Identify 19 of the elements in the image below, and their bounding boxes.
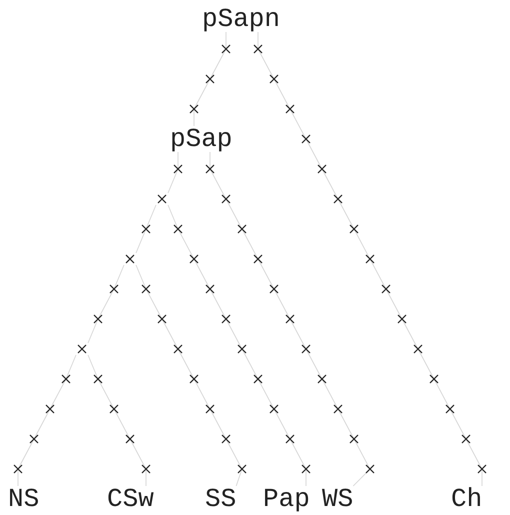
x-chain-connector [88, 264, 124, 344]
taxon-label: pSap [170, 126, 232, 152]
taxon-label: WS [322, 486, 354, 512]
taxon-label: CSw [107, 486, 154, 512]
x-mark [156, 193, 168, 205]
x-chain-connector [136, 264, 242, 486]
taxon-label: pSapn [202, 6, 280, 32]
x-chain-connector [136, 204, 156, 254]
taxon-label: SS [205, 486, 236, 512]
x-chain-connector [168, 204, 306, 486]
x-chain-connector [18, 354, 76, 486]
x-chain-connector [194, 32, 226, 126]
taxon-label: Ch [451, 486, 482, 512]
x-mark [76, 343, 88, 355]
taxon-label: Pap [263, 486, 310, 512]
taxon-label: NS [8, 486, 40, 512]
x-chain-connector [168, 152, 178, 194]
x-mark [124, 253, 136, 265]
x-chain-connector [88, 354, 146, 486]
